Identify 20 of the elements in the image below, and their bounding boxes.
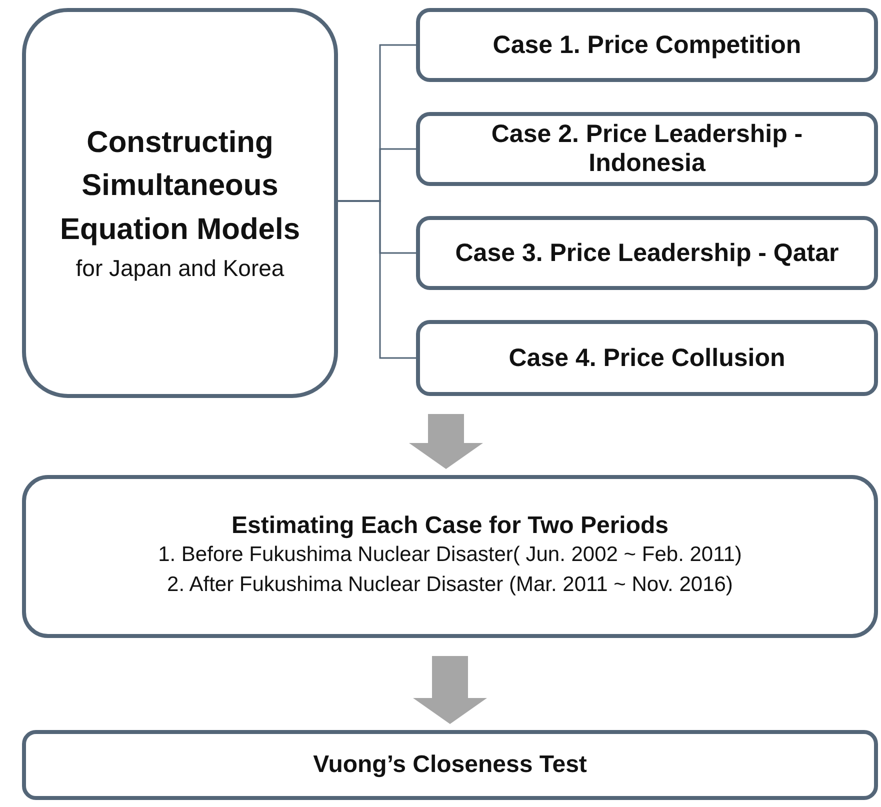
box-heading: Vuong’s Closeness Test — [313, 751, 587, 779]
box-heading: Case 3. Price Leadership - Qatar — [455, 238, 839, 268]
box-text: 1. Before Fukushima Nuclear Disaster( Jun. 2002 ~ Feb. 2011) — [158, 542, 742, 568]
rounded-box — [22, 8, 338, 398]
rounded-box — [22, 475, 878, 638]
box-heading: Constructing Simultaneous Equation Models — [59, 124, 301, 248]
box-heading: Estimating Each Case for Two Periods — [232, 512, 668, 540]
rounded-box — [416, 320, 878, 396]
rounded-box — [22, 730, 878, 800]
connector-line — [338, 200, 416, 359]
block-arrow — [409, 414, 483, 469]
box-heading: Case 2. Price Leadership - Indonesia — [490, 120, 804, 178]
box-heading: Case 1. Price Competition — [492, 30, 802, 60]
rounded-box — [416, 8, 878, 82]
box-text: for Japan and Korea — [76, 254, 284, 283]
rounded-box — [416, 112, 878, 186]
block-arrow — [413, 656, 487, 724]
box-text: 2. After Fukushima Nuclear Disaster (Mar. 2011 ~ Nov. 2016) — [167, 572, 733, 598]
rounded-box — [416, 216, 878, 290]
box-heading: Case 4. Price Collusion — [508, 344, 786, 372]
